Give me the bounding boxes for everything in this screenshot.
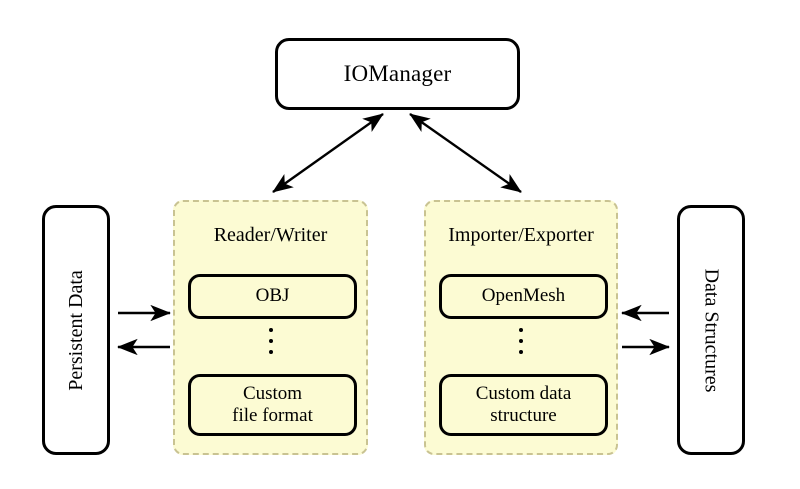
ellipsis-reader-writer	[175, 328, 366, 361]
node-iomanager[interactable]: IOManager	[275, 38, 520, 110]
node-iomanager-label: IOManager	[343, 61, 452, 86]
node-persistent-data-label: Persistent Data	[64, 269, 87, 391]
node-persistent-data[interactable]: Persistent Data	[42, 205, 110, 455]
item-openmesh[interactable]: OpenMesh	[439, 274, 608, 319]
item-obj[interactable]: OBJ	[188, 274, 357, 319]
item-openmesh-label: OpenMesh	[481, 285, 566, 307]
node-data-structures[interactable]: Data Structures	[677, 205, 745, 455]
arrow-iomanager-readerwriter	[272, 113, 384, 193]
arrow-iomanager-importerexporter	[409, 113, 522, 193]
item-obj-label: OBJ	[255, 285, 290, 307]
group-reader-writer-title: Reader/Writer	[213, 224, 328, 246]
group-importer-exporter-title: Importer/Exporter	[448, 224, 594, 246]
ellipsis-importer-exporter	[426, 328, 616, 361]
node-data-structures-label: Data Structures	[700, 268, 723, 392]
